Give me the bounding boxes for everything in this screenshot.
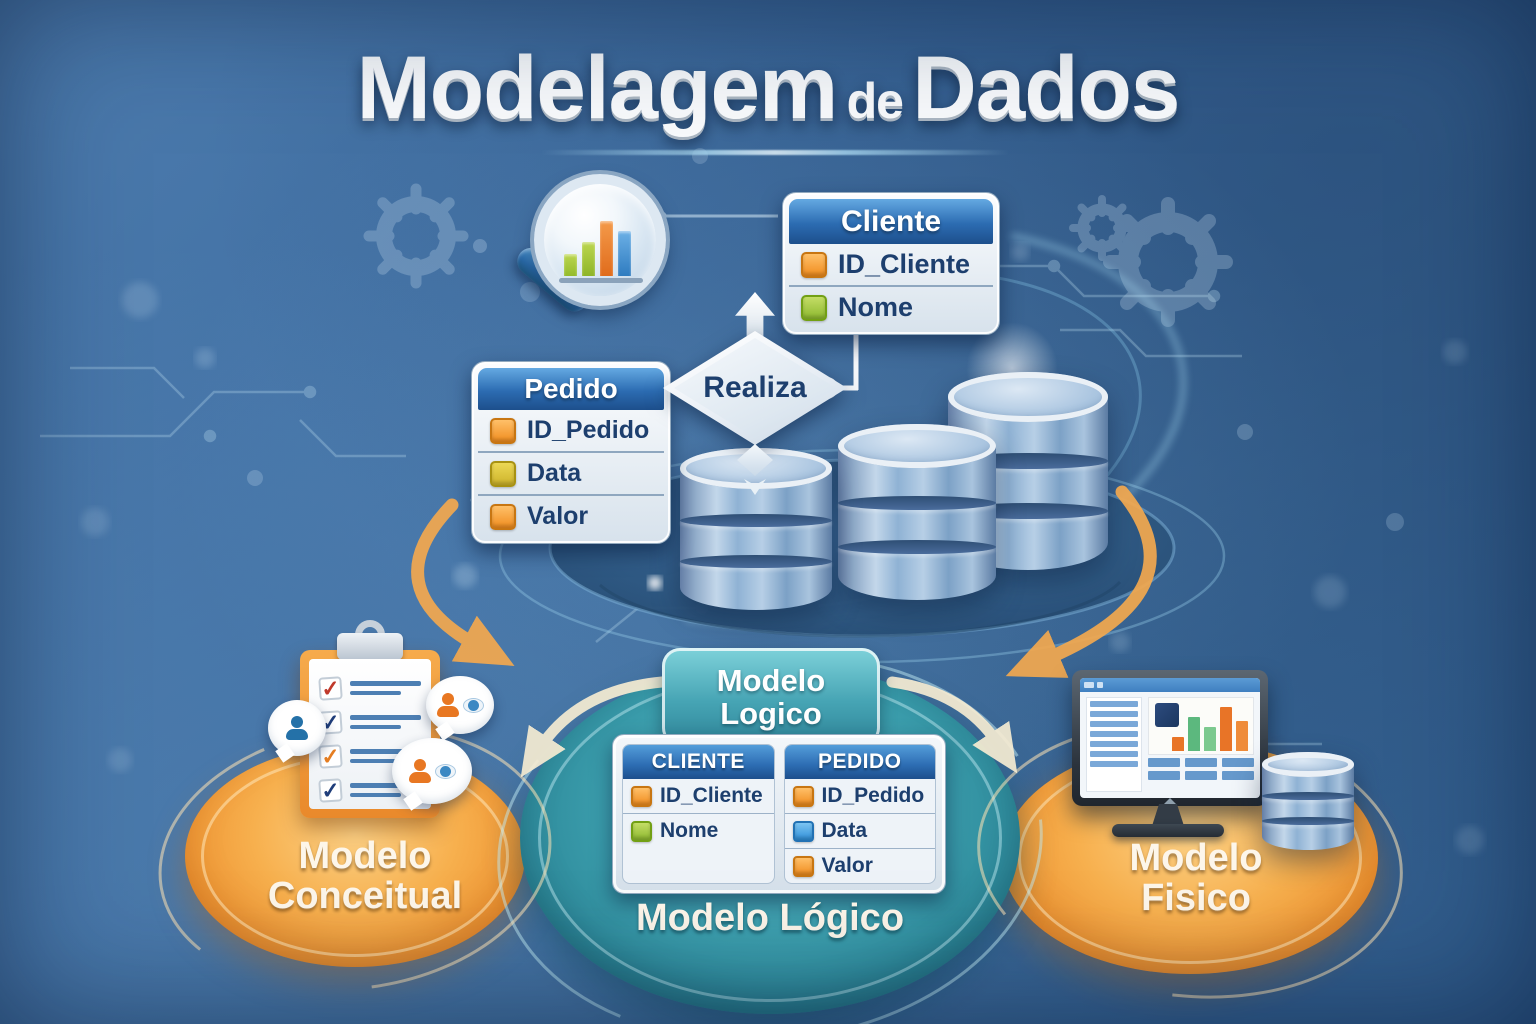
chart-bar [618,231,631,276]
dashboard-table [1148,758,1254,792]
bar-chart-icon [559,214,643,283]
page-title: Modelagem de Dados [0,36,1536,139]
field-label: Data [527,459,582,487]
logico-box-line2: Logico [720,696,822,731]
entity-cliente-title: Cliente [789,199,993,244]
key-icon [631,785,652,807]
field-label: Valor [527,502,589,530]
caption-line: Modelo Lógico [635,897,905,939]
monitor-icon [1072,670,1268,806]
checkmark-icon: ✓ [318,674,343,701]
key-icon [792,855,814,877]
chart-bar [582,242,595,276]
table-row: Valor [785,849,936,883]
logical-tables-panel: CLIENTE ID_Cliente Nome PEDIDO ID_Pedido… [612,734,946,894]
key-icon [490,417,516,444]
entity-table-cliente: Cliente ID_Cliente Nome [782,192,1000,335]
relationship-label: Realiza [703,371,807,404]
dashboard-bars [1172,707,1248,751]
speech-bubble [392,738,472,804]
title-word-modelagem: Modelagem [356,37,839,137]
caption-modelo-fisico: Modelo Fisico [1056,838,1336,919]
logico-box-line1: Modelo [716,662,826,698]
caption-line: Conceitual [267,875,463,918]
magnifier-icon [492,168,682,358]
chart-bar [600,221,613,276]
person-icon [286,716,308,740]
caption-modelo-logico: Modelo Lógico [600,897,940,939]
table-row: ID_Cliente [789,244,993,287]
person-icon [408,759,431,783]
title-light-streak [540,150,1010,155]
field-label: Valor [821,854,873,877]
logical-pedido-title: PEDIDO [784,745,935,779]
checklist-row: ✓ [318,773,421,807]
checklist-row: ✓ [318,671,421,705]
caption-modelo-conceitual: Modelo Conceitual [215,836,515,917]
title-word-de: de [846,73,904,129]
table-row: Data [478,453,664,496]
checklist-row: ✓ [318,705,421,739]
field-label: ID_Pedido [821,784,925,807]
sidebar-list [1086,697,1142,792]
magnifier-lens [534,174,666,306]
chart-legend-square [1155,703,1179,727]
caption-line: Modelo [298,835,432,877]
table-row: Nome [789,287,993,328]
key-icon [792,785,814,807]
field-label: Nome [660,819,719,842]
checklist-row: ✓ [318,739,421,773]
table-row: Nome [623,814,774,848]
key-icon [801,251,827,278]
monitor-stand [1152,804,1184,826]
database-cylinder-small [1262,752,1354,850]
relationship-diamond: Realiza [663,331,847,445]
logico-header-box: Modelo Logico [662,648,880,746]
key-icon [801,294,827,321]
curved-arrow-left [411,498,515,666]
eye-icon [434,763,456,779]
dashboard-chart [1148,697,1254,755]
speech-bubble [268,700,326,756]
table-row: ID_Pedido [478,410,664,453]
key-icon [631,820,652,842]
title-word-dados: Dados [912,37,1180,137]
database-cylinder-middle [838,424,996,600]
chart-bar [564,254,577,276]
logical-table-cliente: CLIENTE ID_Cliente Nome [622,744,775,884]
table-row: ID_Pedido [784,779,935,814]
key-icon [792,820,814,842]
monitor-screen [1080,678,1260,798]
speech-bubble [426,676,494,734]
field-label: ID_Cliente [838,249,971,279]
field-label: Nome [838,292,914,322]
clipboard-clip [337,633,403,660]
logical-cliente-title: CLIENTE [623,745,774,779]
checkmark-icon: ✓ [318,776,343,803]
field-label: ID_Cliente [660,784,763,807]
table-row: Valor [478,496,664,537]
monitor-base [1112,824,1224,837]
field-label: ID_Pedido [527,416,650,444]
field-label: Data [821,819,868,842]
table-row: Data [784,814,935,849]
window-titlebar [1080,678,1260,692]
checkmark-icon: ✓ [318,742,343,769]
key-icon [490,460,516,487]
table-row: ID_Cliente [623,779,774,814]
caption-line: Fisico [1141,877,1251,920]
entity-table-pedido: Pedido ID_Pedido Data Valor [471,361,671,544]
entity-pedido-title: Pedido [478,368,664,410]
key-icon [490,503,516,530]
person-icon [436,693,459,717]
caption-line: Modelo [1129,837,1263,879]
logical-table-pedido: PEDIDO ID_Pedido Data Valor [783,744,936,884]
eye-icon [462,697,484,713]
